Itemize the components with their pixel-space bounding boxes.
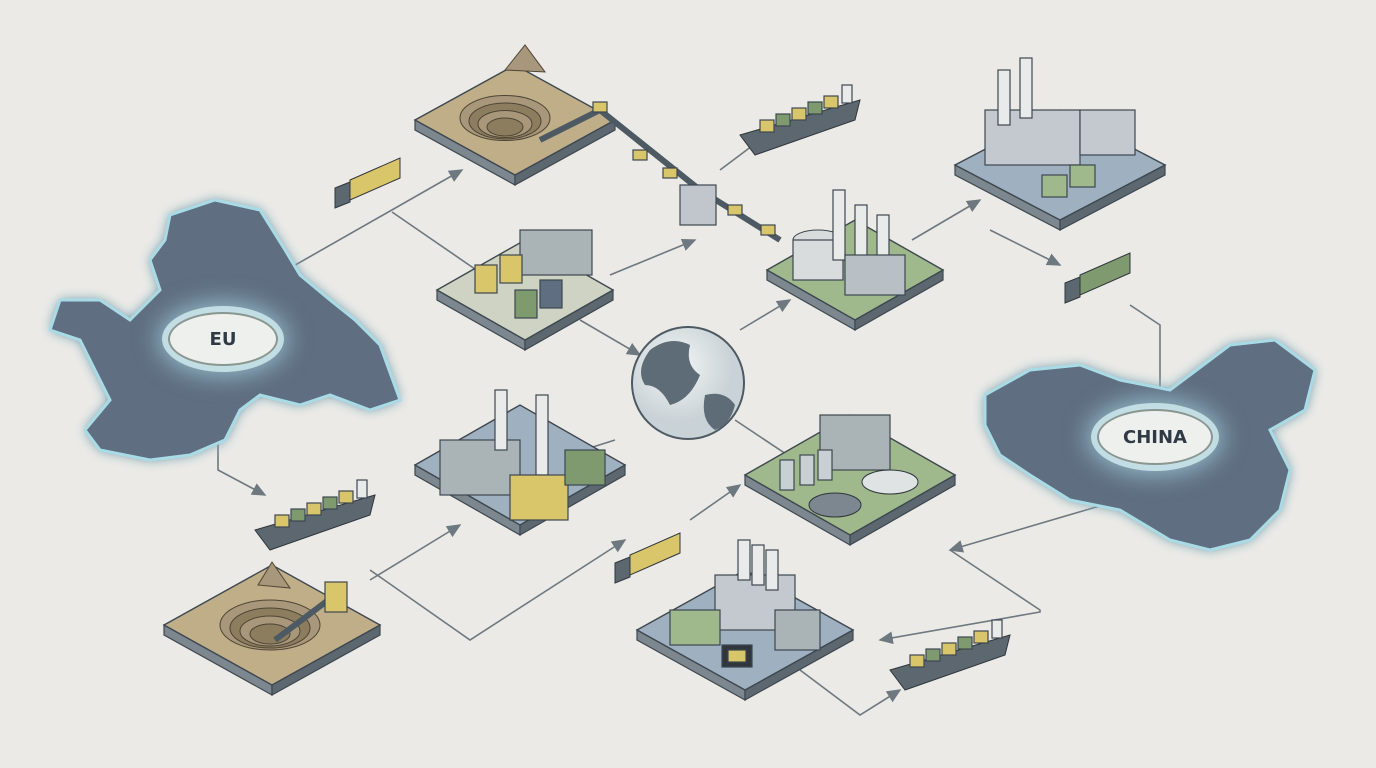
container [941, 642, 957, 656]
open-pit-mine-bottom [162, 561, 382, 697]
smokestack [494, 389, 508, 451]
truck-right [1064, 252, 1131, 304]
truck-top-left [334, 157, 401, 209]
smokestack [997, 69, 1011, 126]
recycling-bin [474, 264, 498, 294]
cargo-ship-right [889, 619, 1011, 691]
recycling-container [509, 474, 569, 521]
chip-die [727, 649, 747, 663]
flow-arrow [689, 484, 742, 521]
plant-building [439, 439, 521, 496]
tank [1041, 174, 1068, 198]
smokestack [535, 394, 549, 476]
container [775, 113, 791, 127]
container [306, 502, 322, 516]
flow-arrow [878, 549, 1041, 645]
ore-crate [727, 204, 743, 216]
container [338, 490, 354, 504]
open-pit-mine-top [413, 44, 782, 243]
recycling-container [564, 449, 606, 486]
cargo-ship-top [739, 84, 861, 156]
truck-middle [614, 532, 681, 584]
recycling-bin [514, 289, 538, 319]
flow-arrow [289, 169, 464, 269]
container [957, 636, 973, 650]
ore-crate [592, 101, 608, 113]
flow-arrow [989, 229, 1062, 266]
flow-arrow [579, 319, 642, 356]
ore-crate [632, 149, 648, 161]
recycling-bin [499, 254, 523, 284]
flow-arrow [799, 669, 902, 716]
container [290, 508, 306, 522]
flow-arrow [369, 524, 462, 581]
battery-cell [779, 459, 795, 491]
eu-label: EU [168, 312, 278, 366]
china-label: CHINA [1097, 409, 1213, 465]
module [774, 609, 821, 651]
ev-factory [743, 414, 957, 547]
container [322, 496, 338, 510]
container [973, 630, 989, 644]
flow-arrow [1129, 304, 1167, 402]
recycling-bin [539, 279, 563, 309]
electric-car [861, 469, 919, 495]
refinery [765, 189, 945, 332]
flow-arrow [948, 499, 1121, 553]
smokestack [765, 549, 779, 591]
module [669, 609, 721, 646]
smokestack [832, 189, 846, 261]
container [274, 514, 290, 528]
flow-arrow [739, 299, 792, 331]
flow-arrow [911, 199, 982, 241]
plant-building [1079, 109, 1136, 156]
container [807, 101, 823, 115]
refinery-building [844, 254, 906, 296]
bridge [991, 619, 1003, 639]
ore-crate [662, 167, 678, 179]
container [925, 648, 941, 662]
ore-hopper [324, 581, 348, 613]
battery-cell [799, 454, 815, 486]
battery-cell [817, 449, 833, 481]
chip-factory [635, 539, 855, 702]
flow-arrow [609, 238, 697, 276]
electric-car [808, 492, 862, 518]
globe-icon [631, 326, 745, 440]
container [823, 95, 839, 109]
smokestack [737, 539, 751, 581]
battery-recycling-plant [413, 389, 627, 537]
recycling-center [435, 229, 615, 352]
processing-plant [953, 57, 1167, 231]
cargo-ship-left [254, 479, 376, 551]
container [759, 119, 775, 133]
tank [1069, 164, 1096, 188]
connection-lines [217, 139, 1167, 716]
recycling-building [519, 229, 593, 276]
transfer-station [679, 184, 717, 226]
flow-arrow [369, 539, 627, 641]
bridge [841, 84, 853, 104]
container [791, 107, 807, 121]
container [909, 654, 925, 668]
bridge [356, 479, 368, 499]
smokestack [751, 544, 765, 586]
ore-crate [760, 224, 776, 236]
smokestack [1019, 57, 1033, 119]
